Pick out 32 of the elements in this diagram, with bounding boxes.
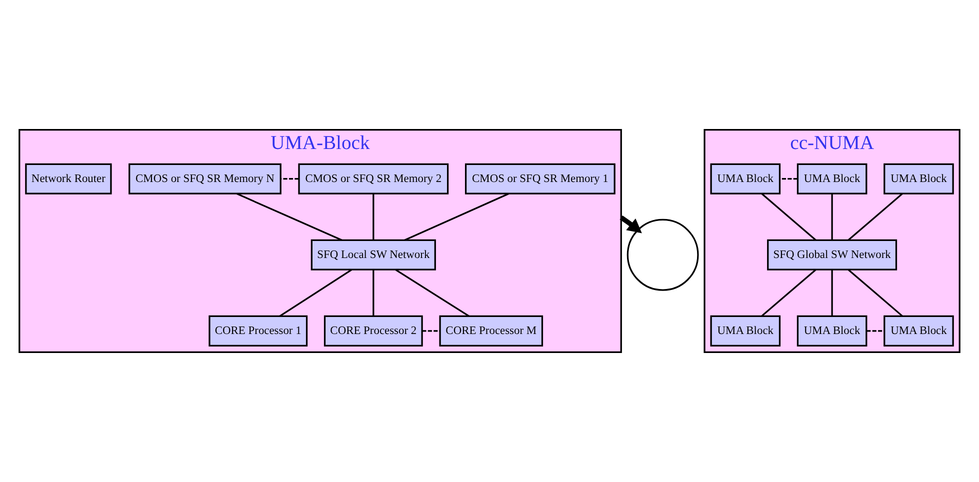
node-box: UMA Block — [796, 315, 868, 346]
node-box: SFQ Local SW Network — [310, 239, 436, 270]
node-box: UMA Block — [884, 315, 954, 346]
arrow — [620, 216, 642, 234]
connector — [848, 269, 904, 317]
node-box: CMOS or SFQ SR Memory 1 — [464, 163, 616, 194]
connector — [372, 194, 374, 240]
connector — [761, 269, 816, 317]
connector — [372, 270, 374, 316]
node-box: CORE Processor 1 — [208, 315, 308, 346]
node-box: UMA Block — [884, 163, 954, 194]
connector — [831, 270, 833, 316]
node-box: UMA Block — [710, 315, 781, 346]
node-box: SFQ Global SW Network — [767, 239, 898, 270]
node-box: CMOS or SFQ SR Memory N — [128, 163, 282, 194]
connector — [279, 269, 352, 317]
connector — [866, 330, 884, 332]
node-box: Network Router — [25, 163, 112, 194]
connector — [395, 269, 470, 317]
node-box: UMA Block — [710, 163, 781, 194]
connector — [831, 194, 833, 240]
node-box: CORE Processor M — [439, 315, 544, 346]
node-box: UMA Block — [796, 163, 868, 194]
connector — [761, 193, 816, 241]
connector — [780, 178, 798, 180]
connector — [404, 192, 510, 241]
connector — [848, 193, 903, 241]
connector — [236, 192, 342, 241]
node-box: CMOS or SFQ SR Memory 2 — [298, 163, 449, 194]
node-box: CORE Processor 2 — [324, 315, 423, 346]
connector — [422, 330, 440, 332]
connector — [280, 178, 299, 180]
